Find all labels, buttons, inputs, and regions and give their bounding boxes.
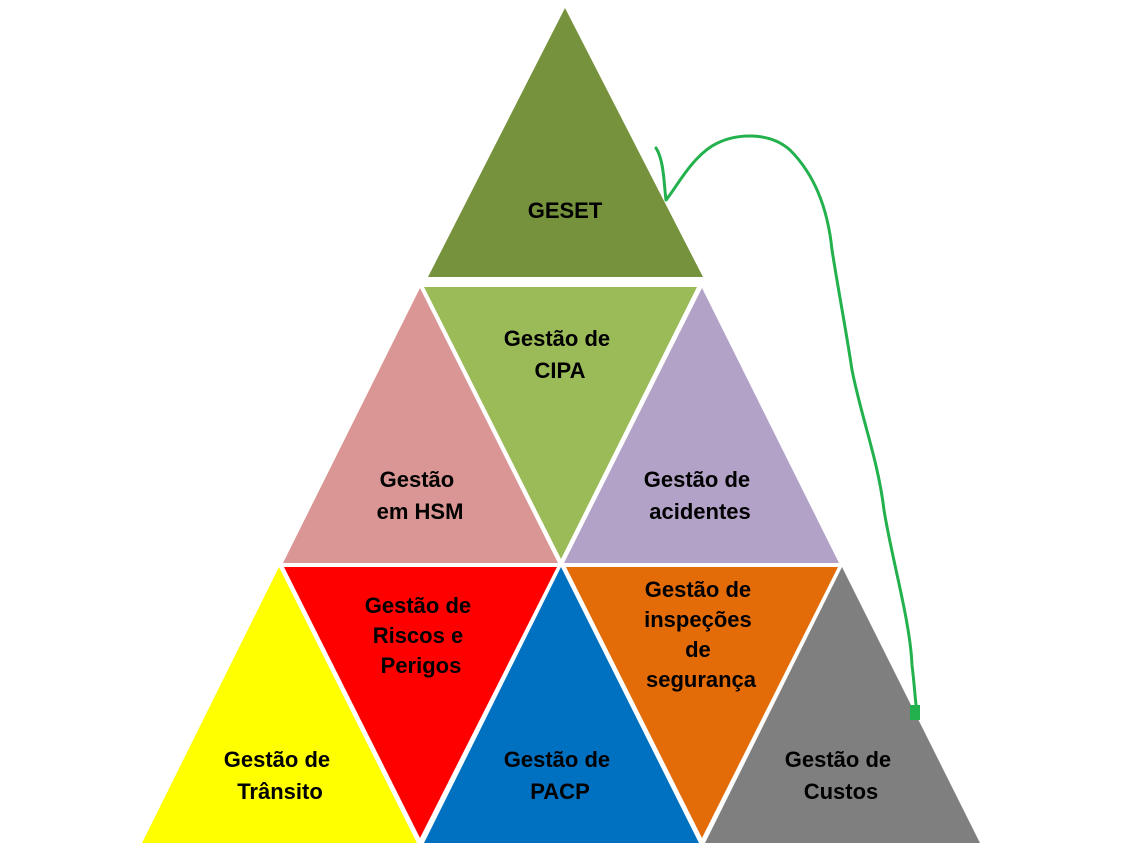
triangle-riscos: Gestão de Riscos e Perigos bbox=[284, 567, 557, 838]
triangle-hsm-label: Gestão em HSM bbox=[377, 467, 464, 524]
triangle-hsm: Gestão em HSM bbox=[283, 288, 558, 563]
triangle-cipa: Gestão de CIPA bbox=[424, 287, 697, 559]
triangle-geset-shape bbox=[428, 8, 703, 277]
triangle-inspecoes-label: Gestão de inspeções de segurança bbox=[644, 577, 758, 692]
triangle-transito: Gestão de Trânsito bbox=[142, 567, 417, 843]
triangle-custos-shape bbox=[705, 567, 980, 843]
triangle-hsm-shape bbox=[283, 288, 558, 563]
triangle-pacp-label: Gestão de PACP bbox=[504, 747, 617, 804]
triangle-riscos-shape bbox=[284, 567, 557, 838]
triangle-cipa-shape bbox=[424, 287, 697, 559]
triangle-custos: Gestão de Custos bbox=[705, 567, 980, 843]
triangle-inspecoes: Gestão de inspeções de segurança bbox=[566, 567, 838, 838]
triangle-inspecoes-shape bbox=[566, 567, 838, 838]
triangle-transito-label: Gestão de Trânsito bbox=[224, 747, 337, 804]
triangle-acidentes-shape bbox=[564, 288, 839, 563]
triangle-pacp: Gestão de PACP bbox=[424, 567, 699, 843]
triangle-cipa-label: Gestão de CIPA bbox=[504, 326, 617, 383]
triangle-pacp-shape bbox=[424, 567, 699, 843]
triangle-acidentes: Gestão de acidentes bbox=[564, 288, 839, 563]
triangle-custos-label: Gestão de Custos bbox=[785, 747, 898, 804]
triangle-transito-shape bbox=[142, 567, 417, 843]
triangle-geset-label: GESET bbox=[528, 198, 603, 223]
triangle-acidentes-label: Gestão de acidentes bbox=[644, 467, 757, 524]
connector-line bbox=[654, 134, 919, 714]
connector-end-marker bbox=[910, 705, 920, 720]
triangle-geset: GESET bbox=[428, 8, 703, 277]
triangle-riscos-label: Gestão de Riscos e Perigos bbox=[365, 593, 478, 678]
